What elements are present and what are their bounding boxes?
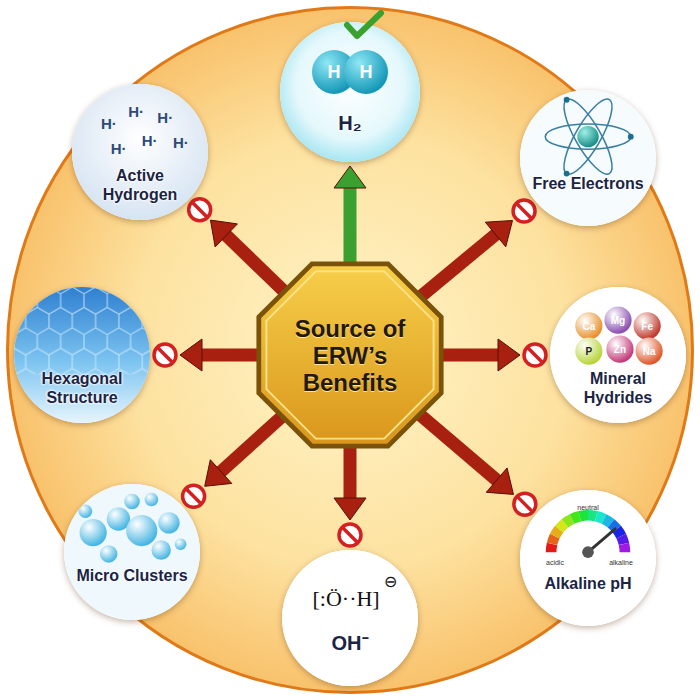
illustration-label: alkaline (609, 558, 633, 565)
benefit-circle: Hexagonal Structure (14, 287, 150, 423)
benefit-illustration (64, 484, 200, 620)
benefit-circle: Free Electrons (520, 90, 656, 226)
red-arrow (154, 339, 262, 371)
red-arrow (417, 412, 536, 515)
text-block: Hexagonal Structure (14, 369, 150, 407)
benefit-label: Micro Clusters (76, 566, 188, 585)
text-block: Mineral Hydrides (550, 369, 686, 407)
text-block: Active Hydrogen (72, 166, 208, 204)
no-sign (339, 524, 361, 546)
text-block: H₂ (280, 114, 420, 133)
benefit-label: Free Electrons (532, 174, 644, 193)
benefit-circle: Micro Clusters (64, 484, 200, 620)
no-sign (524, 344, 546, 366)
text-block: Alkaline pH (520, 574, 656, 593)
illustration-label: H· (142, 132, 158, 149)
illustration-label: H (360, 62, 373, 83)
source-octagon: Source of ERW’s Benefits (255, 260, 445, 450)
benefit-illustration (520, 90, 656, 226)
benefit-label: Active Hydrogen (84, 166, 196, 204)
illustration-label: Fe (641, 320, 653, 331)
no-sign (183, 485, 205, 507)
illustration-label: H· (111, 140, 127, 157)
text-block: Micro Clusters (64, 566, 200, 585)
benefit-circle: Active HydrogenH·H·H·H·H·H· (72, 84, 208, 220)
illustration-label: acidic (546, 558, 564, 565)
illustration-label: Na (643, 346, 656, 357)
green-arrow (334, 166, 366, 267)
benefit-circle: Alkaline pH neutral acidic alkaline (520, 490, 656, 626)
red-arrow (334, 443, 366, 546)
illustration-label: H· (128, 103, 144, 120)
benefit-label: Mineral Hydrides (562, 369, 674, 407)
benefit-label: Hexagonal Structure (26, 369, 138, 407)
illustration-label: H· (101, 114, 117, 131)
benefit-circle: OH⁻ [:Ö··H]⊖ (282, 550, 418, 686)
center-title: Source of ERW’s Benefits (288, 315, 412, 396)
benefit-illustration (282, 550, 418, 686)
illustration-label: H· (157, 109, 173, 126)
illustration-label: Ca (582, 320, 595, 331)
illustration-label: Zn (614, 344, 626, 355)
illustration-label: [:Ö··H] (313, 586, 380, 612)
no-sign (514, 493, 536, 515)
illustration-label: Mg (611, 315, 625, 326)
red-arrow (438, 339, 546, 371)
benefit-illustration (520, 490, 656, 626)
illustration-label: ⊖ (384, 572, 397, 591)
text-block: Free Electrons (520, 174, 656, 193)
benefit-label: OH⁻ (294, 634, 406, 653)
benefit-label: Alkaline pH (532, 574, 644, 593)
red-arrow (189, 199, 287, 294)
benefit-label: H₂ (294, 114, 406, 133)
benefit-circle: H₂ HH (280, 22, 420, 162)
no-sign (189, 199, 211, 221)
illustration-label: H· (173, 134, 189, 151)
benefit-circle: Mineral Hydrides Ca Mg FeP Zn Na (550, 287, 686, 423)
text-block: OH⁻ (282, 634, 418, 653)
illustration-label: P (586, 346, 593, 357)
no-sign (154, 344, 176, 366)
red-arrow (183, 414, 285, 507)
benefit-illustration (280, 22, 420, 162)
illustration-label: H (328, 62, 341, 83)
text-block: Source of ERW’s Benefits (255, 260, 445, 450)
red-arrow (418, 200, 535, 299)
illustration-label: neutral (577, 503, 598, 510)
check-mark (344, 10, 384, 40)
no-sign (513, 200, 535, 222)
